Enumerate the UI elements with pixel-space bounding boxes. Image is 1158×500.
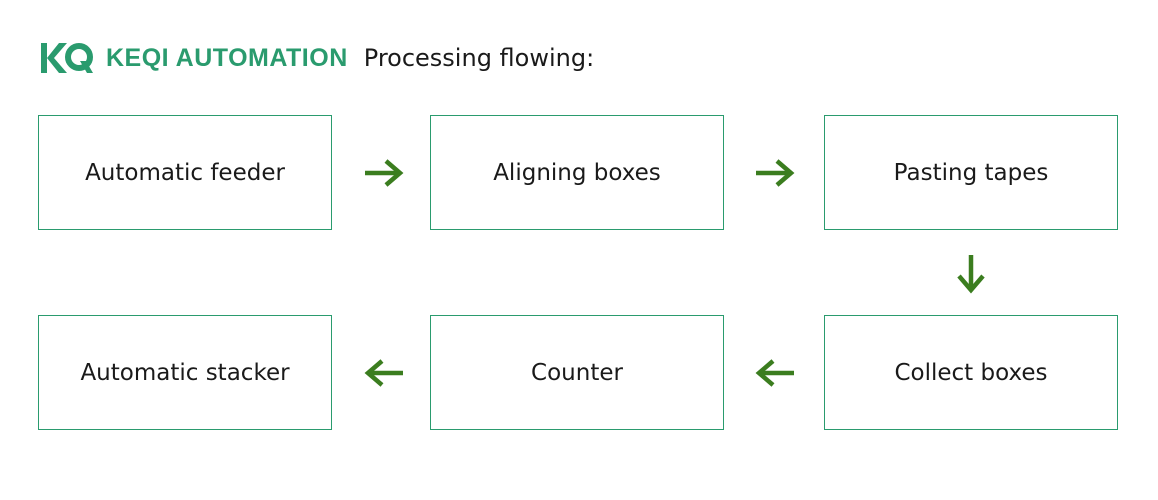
step-automatic-feeder: Automatic feeder <box>38 115 332 230</box>
step-counter: Counter <box>430 315 724 430</box>
keqi-logo-icon <box>41 43 93 73</box>
arrow-left-icon <box>753 356 797 390</box>
arrow-down-icon <box>954 252 988 296</box>
brand-name: KEQI AUTOMATION <box>106 43 348 72</box>
arrow-right-icon <box>753 156 797 190</box>
step-automatic-stacker: Automatic stacker <box>38 315 332 430</box>
step-pasting-tapes: Pasting tapes <box>824 115 1118 230</box>
arrow-right-icon <box>362 156 406 190</box>
step-aligning-boxes: Aligning boxes <box>430 115 724 230</box>
page-title: Processing flowing: <box>363 44 595 72</box>
step-collect-boxes: Collect boxes <box>824 315 1118 430</box>
header: KEQI AUTOMATION Processing flowing: <box>40 38 594 78</box>
arrow-left-icon <box>362 356 406 390</box>
